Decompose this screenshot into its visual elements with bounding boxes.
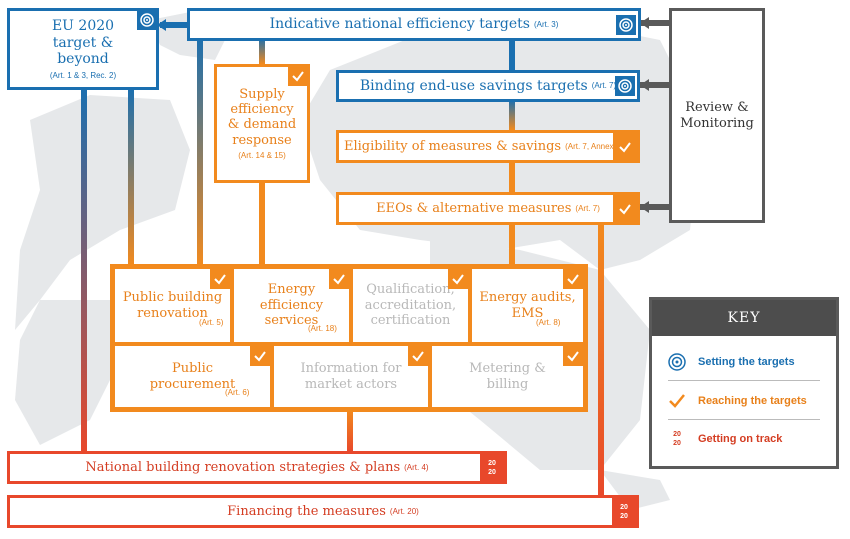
connector-eu-to-renovation bbox=[81, 88, 87, 452]
check-icon bbox=[613, 195, 637, 222]
binding-article: (Art. 7) bbox=[591, 81, 617, 91]
cell-qualification: Qualification, accreditation, certificat… bbox=[351, 267, 470, 344]
connector-review-to-eeos bbox=[640, 204, 670, 210]
connector-indicative-to-eu bbox=[160, 22, 188, 28]
energy-audits-article: (Art. 8) bbox=[536, 318, 561, 327]
review-monitoring-box: Review & Monitoring bbox=[669, 8, 765, 223]
twenty-twenty-icon: 20 20 bbox=[668, 431, 686, 447]
key-setting-row: Setting the targets bbox=[668, 353, 795, 371]
supply-efficiency-box: Supply efficiency & demand response (Art… bbox=[214, 64, 310, 183]
badge-bottom: 20 bbox=[488, 468, 496, 476]
connector-review-to-indicative bbox=[640, 20, 670, 26]
cell-energy-audits: Energy audits, EMS (Art. 8) bbox=[470, 267, 585, 344]
check-icon bbox=[329, 269, 349, 289]
eu-target-title: EU 2020 target & beyond bbox=[51, 18, 115, 68]
review-title: Review & Monitoring bbox=[680, 100, 754, 131]
badge-bottom: 20 bbox=[620, 512, 628, 520]
procurement-article: (Art. 6) bbox=[225, 388, 250, 397]
key-reaching-label: Reaching the targets bbox=[698, 395, 807, 407]
twenty-twenty-icon: 20 20 bbox=[612, 498, 636, 525]
public-building-article: (Art. 5) bbox=[199, 318, 224, 327]
cell-metering: Metering & billing bbox=[430, 344, 585, 409]
check-icon bbox=[613, 133, 637, 160]
energy-services-article: (Art. 18) bbox=[308, 324, 337, 333]
connector-indicative-to-grid bbox=[197, 36, 203, 266]
eeos-box: EEOs & alternative measures (Art. 7) bbox=[336, 192, 640, 225]
eligibility-box: Eligibility of measures & savings (Art. … bbox=[336, 130, 640, 163]
supply-title: Supply efficiency & demand response bbox=[227, 86, 297, 148]
national-renovation-box: National building renovation strategies … bbox=[7, 451, 507, 484]
eeos-title: EEOs & alternative measures bbox=[376, 200, 572, 216]
target-icon bbox=[137, 10, 157, 30]
key-heading: KEY bbox=[652, 300, 836, 336]
indicative-title: Indicative national efficiency targets bbox=[269, 16, 530, 33]
eu-target-article: (Art. 1 & 3, Rec. 2) bbox=[49, 70, 117, 80]
connector-eeos-to-grid bbox=[509, 224, 515, 266]
target-icon bbox=[615, 76, 635, 96]
eeos-article: (Art. 7) bbox=[575, 203, 600, 213]
metering-title: Metering & billing bbox=[469, 360, 546, 392]
key-getting-row: 20 20 Getting on track bbox=[668, 431, 782, 447]
binding-title: Binding end-use savings targets bbox=[359, 77, 588, 94]
check-icon bbox=[563, 346, 583, 366]
public-building-title: Public building renovation bbox=[122, 289, 223, 321]
information-title: Information for market actors bbox=[300, 360, 402, 392]
energy-services-title: Energy efficiency services bbox=[259, 281, 324, 329]
procurement-title: Public procurement bbox=[149, 360, 236, 392]
connector-review-to-binding bbox=[640, 82, 670, 88]
eligibility-article: (Art. 7, Annex bbox=[565, 141, 614, 151]
binding-targets-box: Binding end-use savings targets (Art. 7) bbox=[336, 70, 640, 102]
key-getting-label: Getting on track bbox=[698, 433, 783, 445]
supply-article: (Art. 14 & 15) bbox=[238, 150, 286, 160]
national-renovation-title: National building renovation strategies … bbox=[85, 459, 401, 475]
connector-indicative-to-binding bbox=[509, 38, 515, 70]
check-icon bbox=[408, 346, 428, 366]
cell-public-building: Public building renovation (Art. 5) bbox=[113, 267, 232, 344]
cell-energy-services: Energy efficiency services (Art. 18) bbox=[232, 267, 351, 344]
check-icon bbox=[448, 269, 468, 289]
qualification-title: Qualification, accreditation, certificat… bbox=[364, 281, 457, 329]
financing-title: Financing the measures bbox=[227, 503, 386, 519]
key-divider bbox=[668, 380, 820, 381]
financing-box: Financing the measures (Art. 20) 20 20 bbox=[7, 495, 639, 528]
connector-eeos-to-financing bbox=[598, 224, 604, 498]
badge-top: 20 bbox=[620, 503, 628, 511]
connector-indicative-to-supply bbox=[259, 38, 265, 64]
connector-eligibility-to-eeos bbox=[509, 162, 515, 192]
connector-eu-to-grid bbox=[128, 88, 134, 266]
key-legend: KEY Setting the targets Reaching the tar… bbox=[649, 297, 839, 469]
indicative-targets-box: Indicative national efficiency targets (… bbox=[187, 8, 641, 41]
check-icon bbox=[250, 346, 270, 366]
key-divider bbox=[668, 419, 820, 420]
connector-supply-to-grid bbox=[259, 182, 265, 266]
national-renovation-article: (Art. 4) bbox=[404, 462, 429, 472]
badge-top: 20 bbox=[673, 431, 681, 438]
check-icon bbox=[563, 269, 583, 289]
key-setting-label: Setting the targets bbox=[698, 356, 795, 368]
connector-grid-to-renovation bbox=[347, 410, 353, 452]
badge-top: 20 bbox=[488, 459, 496, 467]
check-icon bbox=[288, 66, 308, 86]
badge-bottom: 20 bbox=[673, 440, 681, 447]
twenty-twenty-icon: 20 20 bbox=[480, 454, 504, 481]
eu-target-box: EU 2020 target & beyond (Art. 1 & 3, Rec… bbox=[7, 8, 159, 90]
check-icon bbox=[669, 394, 685, 408]
eligibility-title: Eligibility of measures & savings bbox=[344, 138, 562, 154]
connector-binding-to-eligibility bbox=[509, 100, 515, 130]
target-icon bbox=[616, 15, 636, 35]
target-icon bbox=[668, 353, 686, 371]
energy-audits-title: Energy audits, EMS bbox=[479, 289, 576, 321]
key-reaching-row: Reaching the targets bbox=[668, 392, 807, 410]
check-icon bbox=[210, 269, 230, 289]
financing-article: (Art. 20) bbox=[389, 506, 419, 516]
cell-public-procurement: Public procurement (Art. 6) bbox=[113, 344, 272, 409]
cell-information: Information for market actors bbox=[272, 344, 430, 409]
indicative-article: (Art. 3) bbox=[533, 19, 559, 29]
